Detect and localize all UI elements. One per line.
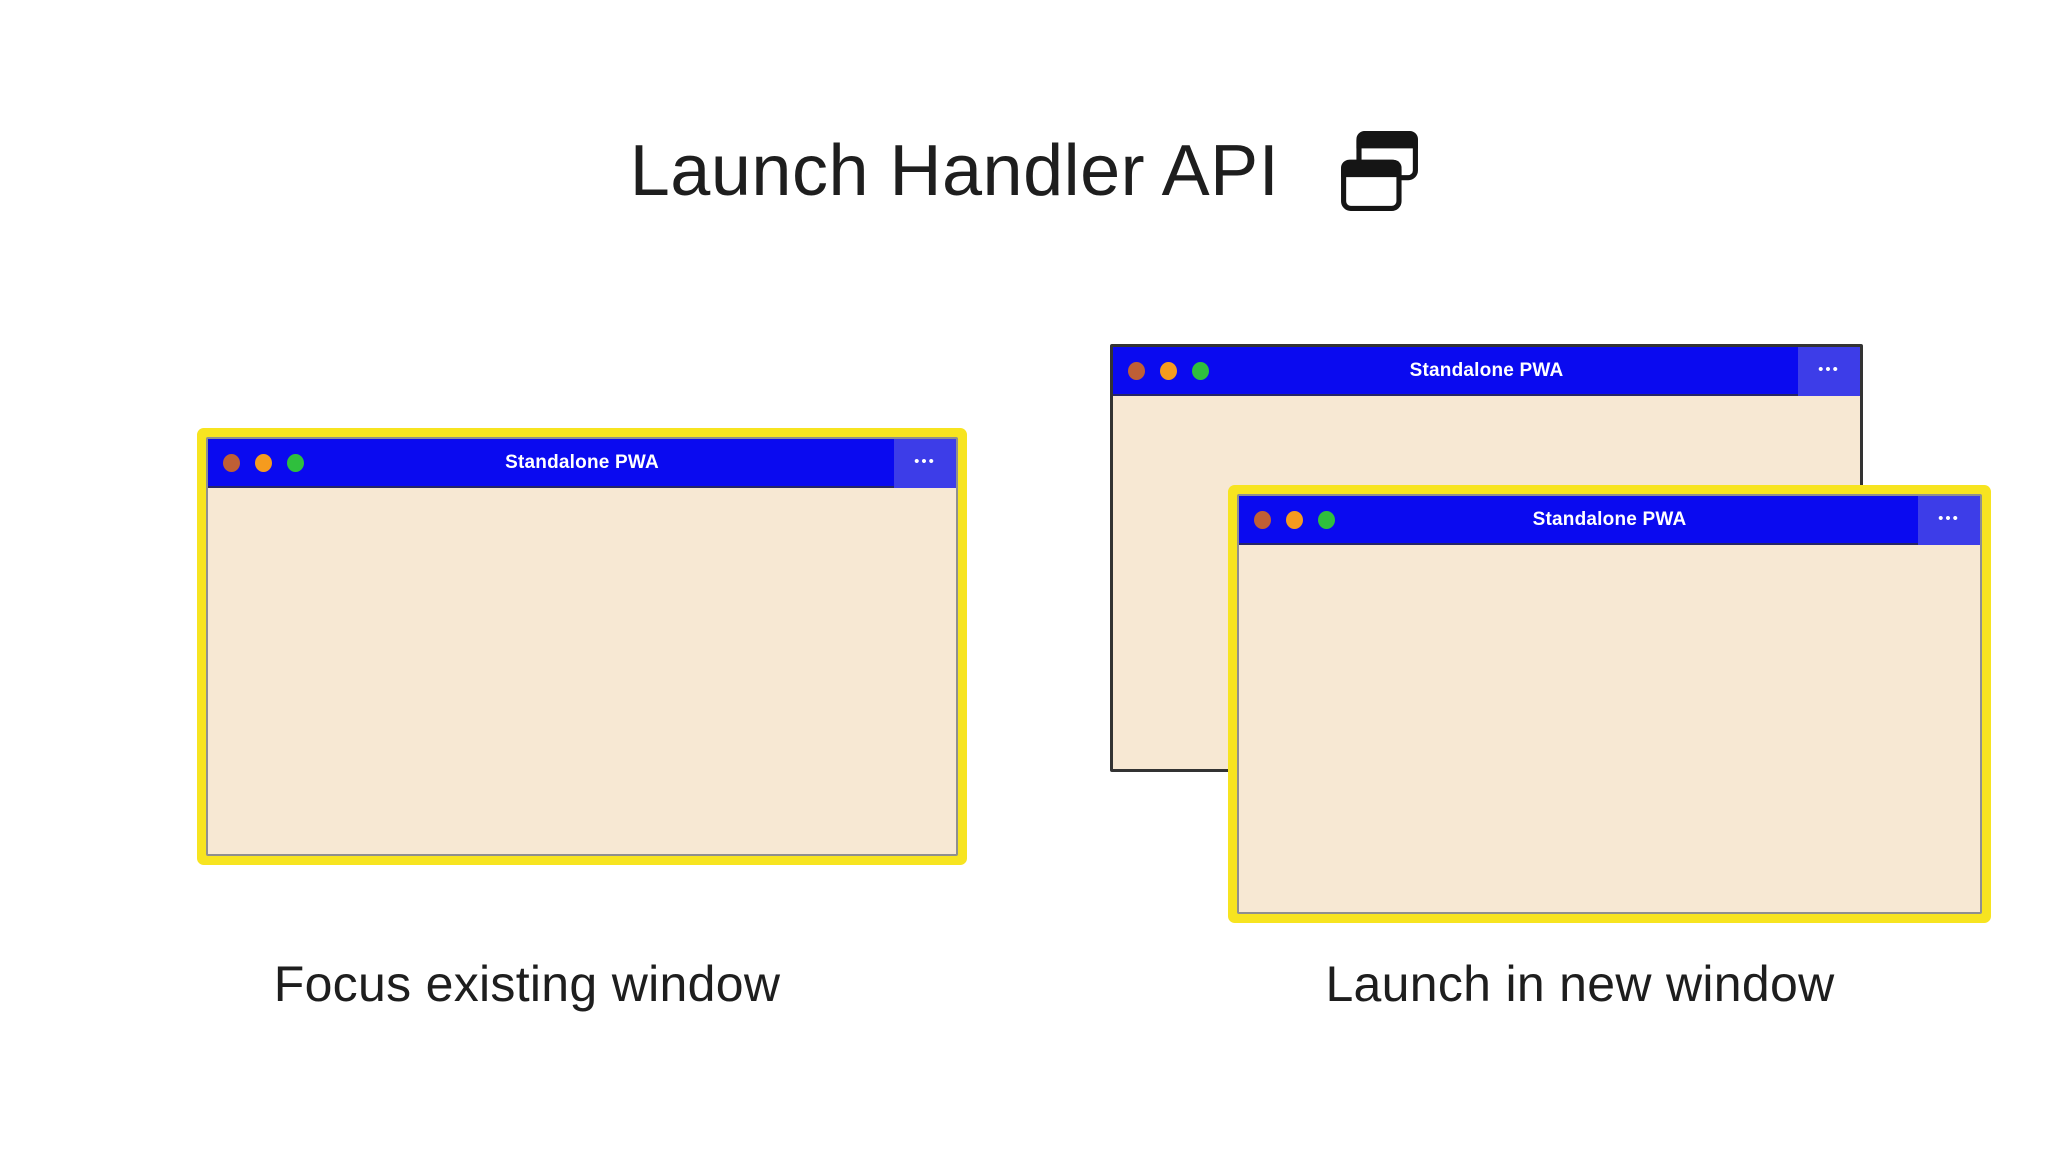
- window-content: [208, 488, 956, 854]
- ellipsis-icon: •••: [914, 453, 936, 470]
- caption-launch-new: Launch in new window: [1325, 956, 1835, 1012]
- traffic-lights: [208, 453, 304, 472]
- close-dot-icon: [223, 453, 240, 472]
- maximize-dot-icon: [1318, 510, 1335, 529]
- close-dot-icon: [1254, 510, 1271, 529]
- minimize-dot-icon: [1286, 510, 1303, 529]
- close-dot-icon: [1128, 361, 1145, 380]
- maximize-dot-icon: [287, 453, 304, 472]
- more-menu-button: •••: [1798, 347, 1860, 396]
- overlapping-windows-icon: [1341, 131, 1419, 211]
- traffic-lights: [1113, 361, 1209, 380]
- page-header: Launch Handler API: [0, 116, 2048, 226]
- window-content: [1239, 545, 1980, 912]
- window-new-launch: Standalone PWA •••: [1237, 494, 1982, 914]
- window-titlebar: Standalone PWA •••: [1113, 347, 1860, 396]
- maximize-dot-icon: [1192, 361, 1209, 380]
- window-focus-existing: Standalone PWA •••: [206, 437, 958, 856]
- more-menu-button: •••: [894, 439, 956, 488]
- window-titlebar: Standalone PWA •••: [208, 439, 956, 488]
- window-title: Standalone PWA: [1532, 508, 1687, 530]
- page-title: Launch Handler API: [629, 131, 1280, 211]
- window-titlebar: Standalone PWA •••: [1239, 496, 1980, 545]
- ellipsis-icon: •••: [1818, 361, 1840, 378]
- caption-focus-existing: Focus existing window: [273, 956, 781, 1012]
- more-menu-button: •••: [1918, 496, 1980, 545]
- ellipsis-icon: •••: [1938, 510, 1960, 527]
- window-title: Standalone PWA: [505, 451, 659, 473]
- minimize-dot-icon: [1160, 361, 1177, 380]
- traffic-lights: [1239, 510, 1335, 529]
- minimize-dot-icon: [255, 453, 272, 472]
- window-title: Standalone PWA: [1409, 359, 1564, 381]
